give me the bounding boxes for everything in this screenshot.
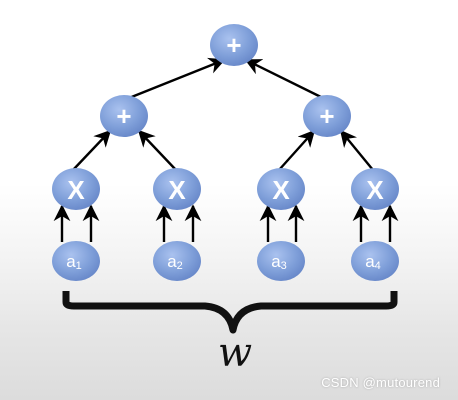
sum-node-left-shape [100, 95, 148, 137]
input-node-3-base: a [271, 252, 281, 271]
watermark: CSDN @mutourend [321, 375, 440, 390]
input-node-3-shape [257, 241, 305, 281]
input-node-1-label: a1 [66, 252, 82, 273]
product-node-4-label: X [366, 175, 384, 205]
input-node-2: a2 [153, 241, 201, 281]
input-node-1-subscript: 1 [76, 260, 82, 272]
sum-node-right: + [303, 95, 351, 137]
edge-product-1-to-sum-left [72, 129, 112, 171]
product-node-2: X [153, 168, 201, 210]
product-node-3: X [257, 168, 305, 210]
input-node-4-shape [351, 241, 399, 281]
edge-product-3-to-sum-right [278, 129, 316, 171]
edges [53, 57, 399, 242]
input-node-1-shape [52, 241, 100, 281]
input-node-4-base: a [365, 252, 375, 271]
input-node-4-subscript: 4 [375, 260, 381, 272]
input-node-1-base: a [66, 252, 76, 271]
input-node-2-shape [153, 241, 201, 281]
edge-sum-right-to-root [244, 58, 328, 102]
input-node-4-label: a4 [365, 252, 381, 273]
input-node-2-base: a [167, 252, 177, 271]
product-node-1: X [52, 168, 100, 210]
sum-node-right-shape [303, 95, 351, 137]
sum-node-left-label: + [116, 101, 131, 131]
root-sum-node-shape [210, 24, 258, 66]
root-sum-node-label: + [226, 30, 241, 60]
input-node-3-label: a3 [271, 252, 287, 273]
input-node-2-label: a2 [167, 252, 183, 273]
brace-label: w [218, 330, 252, 376]
edge-product-4-to-sum-right [339, 129, 374, 171]
root-sum-node: + [210, 24, 258, 66]
product-node-1-label: X [67, 175, 85, 205]
product-node-2-label: X [168, 175, 186, 205]
product-node-4-shape [351, 168, 399, 210]
sum-node-left: + [100, 95, 148, 137]
input-node-1: a1 [52, 241, 100, 281]
edge-product-2-to-sum-left [137, 129, 177, 171]
edge-sum-left-to-root [123, 57, 226, 102]
input-node-4: a4 [351, 241, 399, 281]
input-node-3-subscript: 3 [281, 260, 287, 272]
input-node-3: a3 [257, 241, 305, 281]
product-node-2-shape [153, 168, 201, 210]
product-node-1-shape [52, 168, 100, 210]
product-node-4: X [351, 168, 399, 210]
product-node-3-shape [257, 168, 305, 210]
input-node-2-subscript: 2 [177, 260, 183, 272]
sum-node-right-label: + [319, 101, 334, 131]
curly-brace [62, 291, 398, 334]
product-node-3-label: X [272, 175, 290, 205]
